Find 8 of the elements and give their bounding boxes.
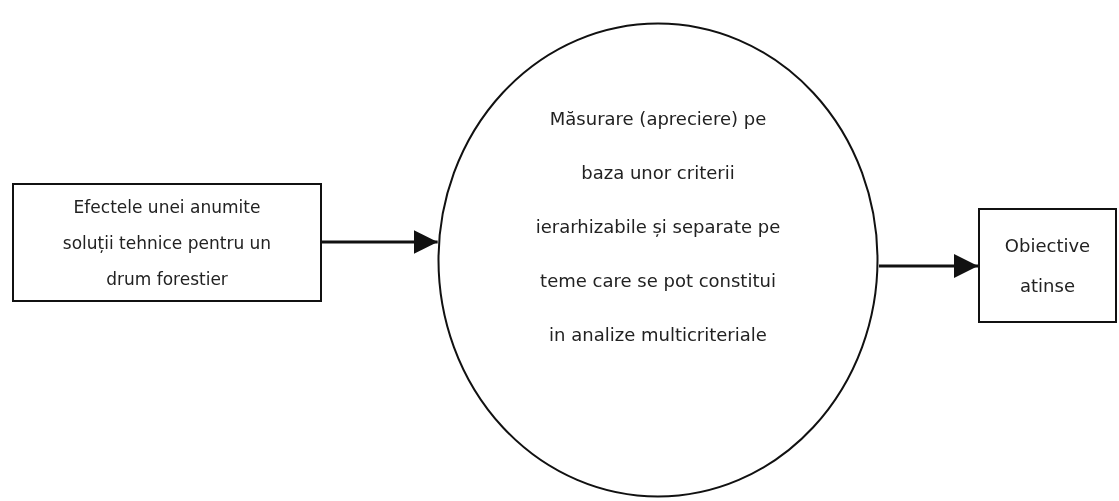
process-box: [12, 183, 322, 302]
arrow: [322, 230, 438, 254]
node-text: Măsurare (apreciere) pe baza unor criterii ierarhizabile și separate pe teme care se pot constitui in analize multicriteriale: [534, 107, 782, 347]
arrow: [878, 254, 978, 278]
process-ellipse: [437, 22, 879, 498]
process-box: [978, 208, 1117, 323]
node-text: Obiective atinse: [1003, 234, 1092, 298]
node-text: Efectele unei anumite soluții tehnice pentru un drum forestier: [61, 196, 273, 291]
